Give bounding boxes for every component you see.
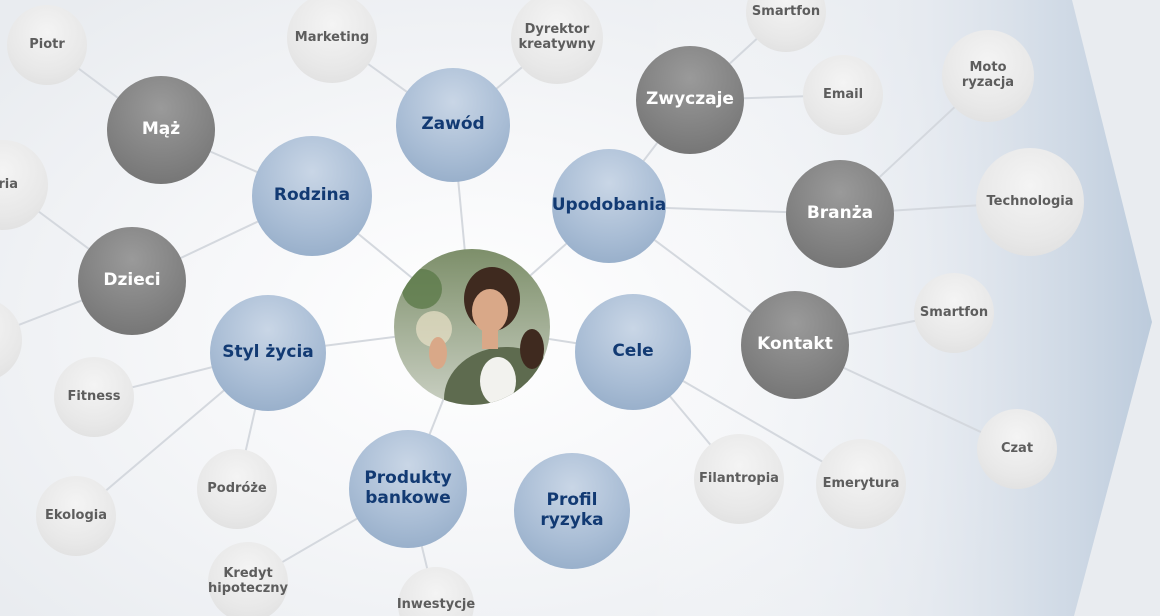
node-label: Mąż [141,119,181,140]
node-label: Moto ryzacja [961,60,1015,90]
node-moto: Moto ryzacja [942,30,1034,122]
node-label: Branża [806,203,874,224]
node-label: Ekologia [44,507,108,523]
node-label: Profil ryzyka [540,490,604,530]
node-ekologia: Ekologia [36,476,116,556]
node-smartfon2: Smartfon [914,273,994,353]
node-dyrektor: Dyrektor kreatywny [511,0,603,84]
node-label: Podróże [207,480,267,496]
center-photo [394,249,550,405]
node-label: ria [0,176,18,192]
node-fitness: Fitness [54,357,134,437]
node-rodzina: Rodzina [252,136,372,256]
node-label: Kontakt [757,334,833,355]
node-cele: Cele [575,294,691,410]
node-filantropia: Filantropia [694,434,784,524]
node-label: Smartfon [919,304,989,320]
node-label: Styl życia [222,342,314,363]
node-zawod: Zawód [396,68,510,182]
node-label: Czat [1000,440,1034,456]
node-label: Zawód [421,114,485,135]
node-label: Piotr [29,36,65,52]
node-label: Dyrektor kreatywny [518,22,596,52]
node-label: Produkty bankowe [364,468,452,508]
node-label: Fitness [67,388,121,404]
node-styl: Styl życia [210,295,326,411]
node-kredyt: Kredyt hipoteczny [208,542,288,616]
node-label: Rodzina [273,185,351,206]
node-label: Email [822,86,864,102]
node-label: Marketing [294,29,370,45]
node-zwyczaje: Zwyczaje [636,46,744,154]
node-kontakt: Kontakt [741,291,849,399]
node-label: Cele [612,341,654,362]
node-dzieci: Dzieci [78,227,186,335]
node-piotr: Piotr [7,5,87,85]
node-produkty: Produkty bankowe [349,430,467,548]
node-label: Technologia [986,193,1074,209]
node-branza: Branża [786,160,894,268]
node-profil: Profil ryzyka [514,453,630,569]
node-label: Inwestycje [396,596,476,612]
node-label: Filantropia [699,470,779,486]
node-maz: Mąż [107,76,215,184]
node-label: Smartfon [751,3,821,19]
node-upodobania: Upodobania [552,149,666,263]
node-podroze: Podróże [197,449,277,529]
node-label: Kredyt hipoteczny [208,566,288,596]
node-email: Email [803,55,883,135]
node-emerytura: Emerytura [816,439,906,529]
node-czat: Czat [977,409,1057,489]
node-label: Emerytura [822,475,900,491]
node-label: Upodobania [551,195,667,216]
node-label: Dzieci [103,270,161,291]
node-marketing: Marketing [287,0,377,83]
node-technologia: Technologia [976,148,1084,256]
node-label: Zwyczaje [646,89,734,110]
